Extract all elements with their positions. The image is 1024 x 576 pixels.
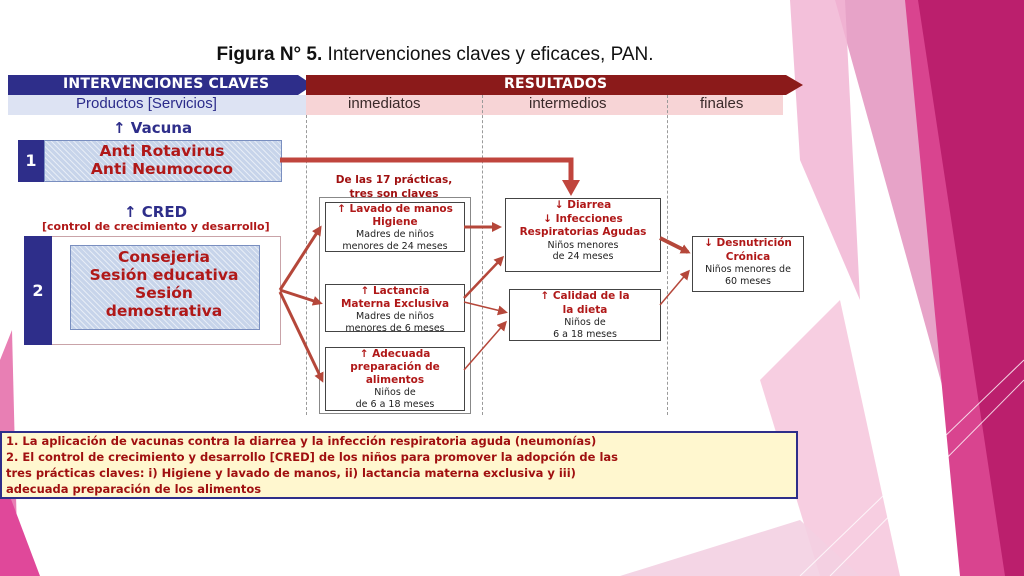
vacuna-line-2: Anti Neumococo [90,160,234,178]
subheader-finales: finales [700,95,744,112]
food-preparation-head-2: preparación de [350,361,440,374]
hand-washing-sub-1: Madres de niños [356,229,434,241]
row-number-2: 2 [24,236,52,345]
arrowhead-vacuna [562,180,580,196]
breastfeeding-head-1: ↑ Lactancia [360,285,430,297]
note-line-2: 2. El control de crecimiento y desarroll… [6,450,619,464]
diarrhea-head-2: ↓ Infecciones [543,212,623,225]
column-divider [667,95,668,415]
arrow-diarrhea-to-malnutrition [659,236,691,254]
note-line-3: tres prácticas claves: i) Higiene y lava… [6,466,576,480]
arrow-vacuna-to-diarrhea [280,157,574,182]
malnutrition-sub-2: 60 meses [725,275,771,287]
hand-washing-sub-2: menores de 24 meses [342,240,448,252]
result-hand-washing: ↑ Lavado de manos Higiene Madres de niño… [325,202,465,252]
arrow-breastfeeding-to-diarrhea [463,255,505,299]
vacuna-box [44,140,282,182]
food-preparation-head-3: alimentos [365,374,425,387]
cred-line-4: demostrativa [105,302,223,320]
column-divider [306,115,307,415]
subheader-left-bar [8,95,306,115]
diarrhea-sub-1: Niños menores [547,239,619,251]
vacuna-line-1: Anti Rotavirus [99,142,225,160]
note-line-4: adecuada preparación de los alimentos [6,482,262,496]
hand-washing-head-2: Higiene [372,216,418,229]
hand-washing-head-1: ↑ Lavado de manos [337,203,453,215]
row-number-1: 1 [18,140,44,182]
malnutrition-sub-1: Niños menores de [705,264,791,276]
subheader-right-bar [306,95,783,115]
result-breastfeeding: ↑ Lactancia Materna Exclusiva Madres de … [325,284,465,334]
practices-note: De las 17 prácticas, tres son claves [310,174,478,201]
cred-line-3: Sesión [135,284,193,302]
practices-note-line-1: De las 17 prácticas, [335,174,453,186]
food-preparation-head-1: ↑ Adecuada [359,348,431,360]
column-divider [482,95,483,415]
breastfeeding-sub-2: menores de 6 meses [345,322,445,334]
diet-quality-head-2: la dieta [562,303,608,316]
result-diarrhea-ira: ↓ Diarrea ↓ Infecciones Respiratorias Ag… [505,198,661,272]
header-results-label: RESULTADOS [504,76,608,92]
diarrhea-head-1: ↓ Diarrea [554,199,612,211]
diarrhea-head-3: Respiratorias Agudas [519,226,647,239]
cred-subtitle: [control de crecimiento y desarrollo] [42,220,270,233]
breastfeeding-head-2: Materna Exclusiva [340,298,450,311]
food-preparation-sub-1: Niños de [374,387,416,399]
practices-note-line-2: tres son claves [349,187,439,200]
notes-box: 1. La aplicación de vacunas contra la di… [0,431,798,499]
arrow-food-to-diet [463,320,507,371]
subheader-intermedios: intermedios [529,95,607,112]
subheader-inmediatos: inmediatos [348,95,421,112]
food-preparation-sub-2: de 6 a 18 meses [355,398,435,410]
malnutrition-head-1: ↓ Desnutrición [704,237,792,249]
diarrhea-sub-2: de 24 meses [552,251,614,263]
arrow-cred-to-breastfeeding [279,288,323,306]
arrow-diet-to-malnutrition [659,269,690,306]
subheader-products: Productos [Servicios] [76,95,217,112]
result-food-preparation: ↑ Adecuada preparación de alimentos Niño… [325,347,465,411]
arrow-cred-to-handwashing [278,225,322,291]
header-left-bar [8,75,313,95]
malnutrition-head-2: Crónica [725,250,771,263]
cred-title: ↑ CRED [124,203,188,221]
header-right-bar [306,75,803,95]
header-interventions-label: INTERVENCIONES CLAVES [63,76,270,92]
arrow-breastfeeding-to-diet [463,301,508,316]
cred-line-2: Sesión educativa [89,266,239,284]
diet-quality-sub-1: Niños de [564,317,606,329]
result-chronic-malnutrition: ↓ Desnutrición Crónica Niños menores de … [692,236,804,292]
diet-quality-head-1: ↑ Calidad de la [540,290,630,302]
figure-title: Figura N° 5. Intervenciones claves y efi… [216,44,654,65]
vacuna-title: ↑ Vacuna [113,119,193,137]
cred-box [70,245,260,330]
result-diet-quality: ↑ Calidad de la la dieta Niños de 6 a 18… [509,289,661,341]
cred-line-1: Consejeria [117,248,211,266]
breastfeeding-sub-1: Madres de niños [356,311,434,323]
diet-quality-sub-2: 6 a 18 meses [553,328,617,340]
arrow-cred-to-food [278,291,324,383]
note-line-1: 1. La aplicación de vacunas contra la di… [6,434,597,448]
